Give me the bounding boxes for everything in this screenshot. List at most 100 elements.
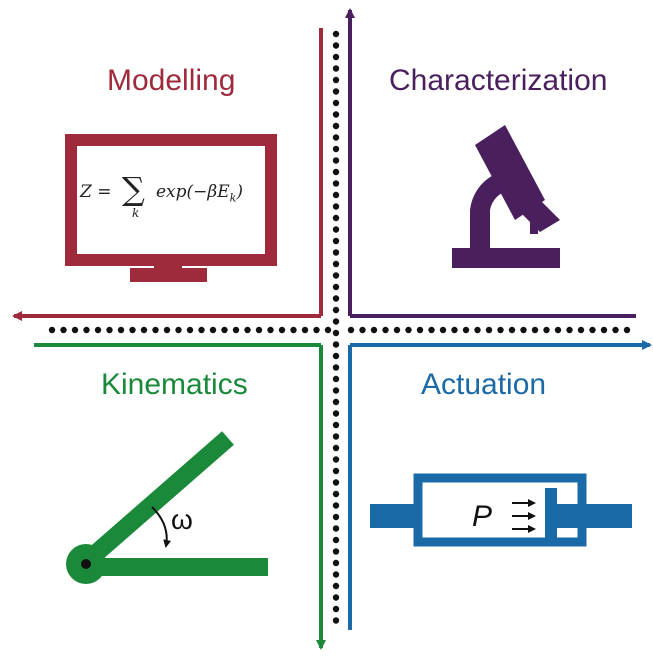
divider-dot bbox=[474, 326, 481, 334]
divider-dot bbox=[428, 326, 435, 334]
divider-dot bbox=[332, 283, 340, 291]
divider-dot bbox=[332, 375, 340, 383]
divider-dot bbox=[332, 559, 340, 567]
divider-dot bbox=[332, 168, 340, 176]
monitor-icon bbox=[65, 134, 277, 282]
divider-dot bbox=[140, 326, 148, 334]
divider-dot bbox=[332, 249, 340, 256]
divider-dot bbox=[332, 548, 340, 555]
divider-dot bbox=[332, 387, 340, 394]
kinematics-title: Kinematics bbox=[101, 368, 248, 401]
vertical-dotted-divider bbox=[332, 30, 340, 624]
partition-function-formula: Z = ∑ k exp(−βEk) bbox=[80, 170, 264, 232]
divider-dot bbox=[332, 513, 340, 521]
characterization-axis bbox=[345, 8, 636, 318]
divider-dot bbox=[83, 326, 90, 334]
divider-dot bbox=[301, 326, 309, 334]
divider-dot bbox=[520, 326, 527, 334]
divider-dot bbox=[485, 326, 493, 334]
divider-dot bbox=[332, 456, 340, 463]
divider-dot bbox=[332, 295, 340, 302]
divider-dot bbox=[94, 326, 102, 334]
hinge-icon bbox=[66, 431, 268, 584]
divider-dot bbox=[566, 326, 573, 334]
divider-dot bbox=[332, 329, 340, 337]
rotation-arrow-icon bbox=[151, 506, 172, 548]
divider-dot bbox=[221, 326, 228, 334]
divider-dot bbox=[439, 326, 447, 334]
formula-sum-index: k bbox=[132, 206, 140, 220]
characterization-title: Characterization bbox=[389, 64, 608, 97]
divider-dot bbox=[347, 326, 355, 334]
divider-dot bbox=[531, 326, 539, 334]
divider-dot bbox=[332, 479, 340, 486]
divider-dot bbox=[332, 111, 340, 118]
divider-dot bbox=[332, 490, 340, 498]
divider-dot bbox=[623, 326, 631, 334]
divider-dot bbox=[332, 226, 340, 233]
divider-dot bbox=[382, 326, 389, 334]
divider-dot bbox=[313, 326, 320, 334]
divider-dot bbox=[290, 326, 297, 334]
divider-dot bbox=[332, 260, 340, 268]
divider-dot bbox=[175, 326, 182, 334]
divider-dot bbox=[612, 326, 619, 334]
piston-icon bbox=[370, 473, 632, 547]
divider-dot bbox=[332, 341, 340, 348]
divider-dot bbox=[163, 326, 171, 334]
divider-dot bbox=[209, 326, 217, 334]
divider-dot bbox=[332, 525, 340, 532]
pressure-arrows-icon bbox=[512, 499, 536, 533]
divider-dot bbox=[332, 42, 340, 49]
horizontal-dotted-divider bbox=[48, 326, 631, 334]
angular-velocity-label: ω bbox=[171, 504, 193, 535]
divider-dot bbox=[416, 326, 424, 334]
divider-dot bbox=[577, 326, 585, 334]
divider-dot bbox=[332, 134, 340, 141]
divider-dot bbox=[232, 326, 240, 334]
divider-dot bbox=[332, 421, 340, 429]
divider-dot bbox=[332, 191, 340, 199]
divider-dot bbox=[332, 605, 340, 613]
divider-dot bbox=[359, 326, 366, 334]
divider-dot bbox=[324, 326, 332, 334]
divider-dot bbox=[332, 203, 340, 210]
divider-dot bbox=[332, 433, 340, 440]
divider-dot bbox=[332, 76, 340, 84]
divider-dot bbox=[332, 467, 340, 475]
actuation-title: Actuation bbox=[421, 368, 547, 401]
divider-dot bbox=[48, 326, 56, 334]
divider-dot bbox=[332, 398, 340, 406]
divider-dot bbox=[332, 582, 340, 590]
divider-dot bbox=[332, 145, 340, 153]
formula-subscript: k bbox=[229, 191, 237, 205]
divider-dot bbox=[332, 318, 340, 325]
pressure-label: P bbox=[472, 500, 493, 533]
divider-dot bbox=[451, 326, 458, 334]
divider-dot bbox=[332, 88, 340, 95]
divider-dot bbox=[278, 326, 286, 334]
modelling-axis bbox=[12, 28, 323, 321]
formula-lhs: Z = bbox=[80, 182, 112, 202]
divider-dot bbox=[600, 326, 608, 334]
actuation-axis bbox=[348, 340, 652, 630]
divider-dot bbox=[332, 306, 340, 314]
divider-dot bbox=[332, 180, 340, 187]
divider-dot bbox=[186, 326, 194, 334]
microscope-icon bbox=[452, 125, 560, 268]
divider-dot bbox=[332, 571, 340, 578]
divider-dot bbox=[71, 326, 79, 334]
divider-dot bbox=[393, 326, 401, 334]
divider-dot bbox=[129, 326, 136, 334]
divider-dot bbox=[497, 326, 504, 334]
divider-dot bbox=[332, 444, 340, 452]
divider-dot bbox=[332, 214, 340, 222]
divider-dot bbox=[332, 536, 340, 544]
formula-close: ) bbox=[236, 182, 243, 202]
divider-dot bbox=[152, 326, 159, 334]
formula-sum-symbol: ∑ bbox=[122, 170, 145, 208]
divider-dot bbox=[60, 326, 67, 334]
divider-dot bbox=[332, 502, 340, 509]
